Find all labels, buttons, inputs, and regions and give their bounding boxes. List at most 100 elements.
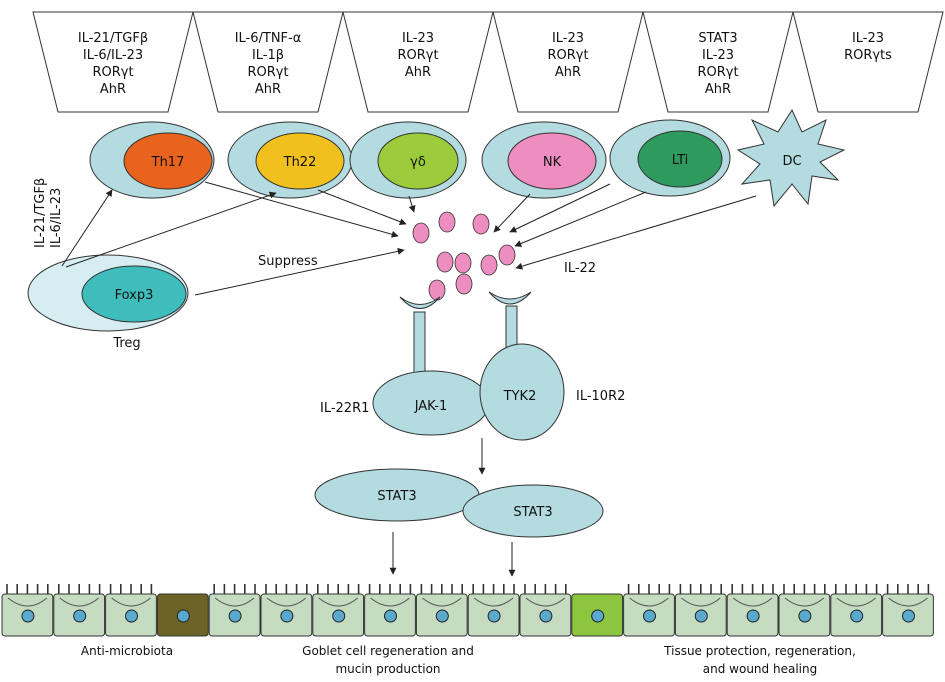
il22r1-binding-cup: [399, 296, 441, 309]
il22r1-label: IL-22R1: [320, 401, 369, 416]
tyk2-label: TYK2: [503, 389, 537, 404]
epithelial-cell: [1, 584, 54, 637]
epithelial-cell: [519, 584, 572, 637]
header-box-5-line-4: AhR: [705, 82, 731, 97]
dc-star-shape: [736, 108, 846, 208]
dc-label: DC: [782, 154, 801, 169]
arrow-th22-to-il22: [317, 189, 407, 225]
nk-nucleus: [507, 132, 597, 190]
th17-label: Th17: [151, 155, 185, 170]
header-box-1-line-1: IL-21/TGFβ: [78, 31, 148, 46]
cell-dc: DC: [736, 108, 846, 208]
treg-caption: Treg: [112, 336, 140, 351]
tyk2-ellipse: [479, 343, 565, 441]
header-box-2-line-1: IL-6/TNF-α: [235, 31, 302, 46]
il22-dot: [454, 252, 472, 274]
goblet-cell: [571, 593, 624, 637]
cell-nucleus: [21, 609, 35, 623]
cell-nucleus: [902, 609, 915, 623]
cell-nucleus: [850, 609, 864, 623]
cell-nucleus: [280, 609, 294, 623]
il10r2-label: IL-10R2: [576, 389, 625, 404]
header-box-5-line-3: RORγt: [697, 65, 738, 80]
foxp3-label: Foxp3: [115, 288, 154, 303]
il22-dot: [472, 213, 490, 235]
header-box-4-line-1: IL-23: [552, 31, 584, 46]
il10r2-binding-cup: [488, 291, 532, 305]
cell-nucleus: [591, 609, 605, 623]
arrow-nk-to-il22: [493, 193, 531, 233]
receptor-complex: JAK-1 TYK2 IL-22R1 IL-10R2: [320, 291, 625, 441]
th22-nucleus: [255, 132, 345, 190]
header-box-3: IL-23 RORγt AhR: [342, 11, 494, 113]
cell-lti: LTi: [609, 119, 731, 197]
il22-dot: [412, 222, 430, 244]
header-box-1-line-4: AhR: [100, 82, 126, 97]
stat3-label-1: STAT3: [377, 489, 416, 504]
cell-th22: Th22: [227, 121, 353, 199]
th17-nucleus: [123, 132, 213, 190]
header-box-2-line-2: IL-1β: [252, 48, 284, 63]
cell-nucleus: [332, 609, 346, 623]
gamma-delta-label: γδ: [410, 155, 426, 170]
header-box-2: IL-6/TNF-α IL-1β RORγt AhR: [192, 11, 344, 113]
il22-dot: [455, 273, 473, 295]
header-box-1-line-2: IL-6/IL-23: [83, 48, 143, 63]
il22-dot: [480, 254, 498, 276]
header-box-5-line-2: IL-23: [702, 48, 734, 63]
header-box-3-line-1: IL-23: [402, 31, 434, 46]
lti-label: LTi: [672, 153, 689, 168]
epithelial-cell: [778, 584, 831, 637]
epithelial-cell: [882, 584, 934, 637]
cell-nucleus: [435, 609, 449, 623]
il22-label: IL-22: [564, 261, 596, 276]
epithelial-cell: [726, 584, 779, 637]
outcome-tissue-line-2: and wound healing: [703, 662, 817, 676]
cell-nucleus: [228, 609, 242, 623]
lti-nucleus: [637, 130, 723, 188]
arrow-treg-suppress: [194, 247, 405, 296]
outcomes: Anti-microbiota Goblet cell regeneration…: [81, 644, 856, 676]
cell-nk: NK: [481, 121, 607, 199]
epithelial-cell: [623, 584, 675, 637]
arrows: [61, 181, 757, 577]
epithelial-cell: [674, 584, 727, 637]
epithelial-cell: [415, 584, 468, 637]
header-box-5: STAT3 IL-23 RORγt AhR: [642, 11, 794, 113]
immune-cells: Th17 Th22 γδ NK LTi DC Foxp: [27, 108, 846, 351]
header-box-1-line-3: RORγt: [92, 65, 133, 80]
side-cytokines: IL-21/TGFβ IL-6/IL-23: [33, 178, 64, 248]
epithelial-cell: [260, 584, 313, 637]
header-box-4-line-2: RORγt: [547, 48, 588, 63]
goblet-cell: [156, 593, 209, 637]
stat3-label-2: STAT3: [513, 505, 552, 520]
cell-nucleus: [694, 609, 708, 623]
epithelial-cell: [830, 584, 883, 637]
stat3-group: STAT3 STAT3: [314, 468, 604, 538]
epithelial-cell: [467, 584, 520, 637]
cell-nucleus: [746, 609, 760, 623]
arrow-lti-to-il22: [509, 183, 611, 233]
suppress-label: Suppress: [258, 254, 318, 269]
il22-dot: [438, 211, 456, 233]
cell-nucleus: [125, 609, 138, 623]
cell-nucleus: [643, 609, 656, 623]
header-box-3-line-3: AhR: [405, 65, 431, 80]
cell-nucleus: [798, 609, 812, 623]
header-box-3-line-2: RORγt: [397, 48, 438, 63]
gamma-delta-nucleus: [377, 132, 459, 190]
cell-nucleus: [73, 609, 87, 623]
arrow-treg-to-th22: [65, 191, 277, 268]
nk-label: NK: [543, 155, 562, 170]
cell-treg: Foxp3 Treg: [27, 254, 189, 351]
cell-nucleus: [487, 609, 501, 623]
outcome-goblet-line-2: mucin production: [335, 662, 440, 676]
side-cytokine-2: IL-6/IL-23: [49, 188, 64, 248]
header-box-4-line-3: AhR: [555, 65, 581, 80]
arrow-lti-to-il22-2: [514, 191, 647, 247]
cell-th17: Th17: [89, 121, 215, 199]
il22-molecules: [412, 211, 516, 301]
epithelium-layer: [1, 584, 934, 637]
il22-dot: [428, 279, 446, 301]
arrow-treg-to-th17: [61, 189, 113, 267]
